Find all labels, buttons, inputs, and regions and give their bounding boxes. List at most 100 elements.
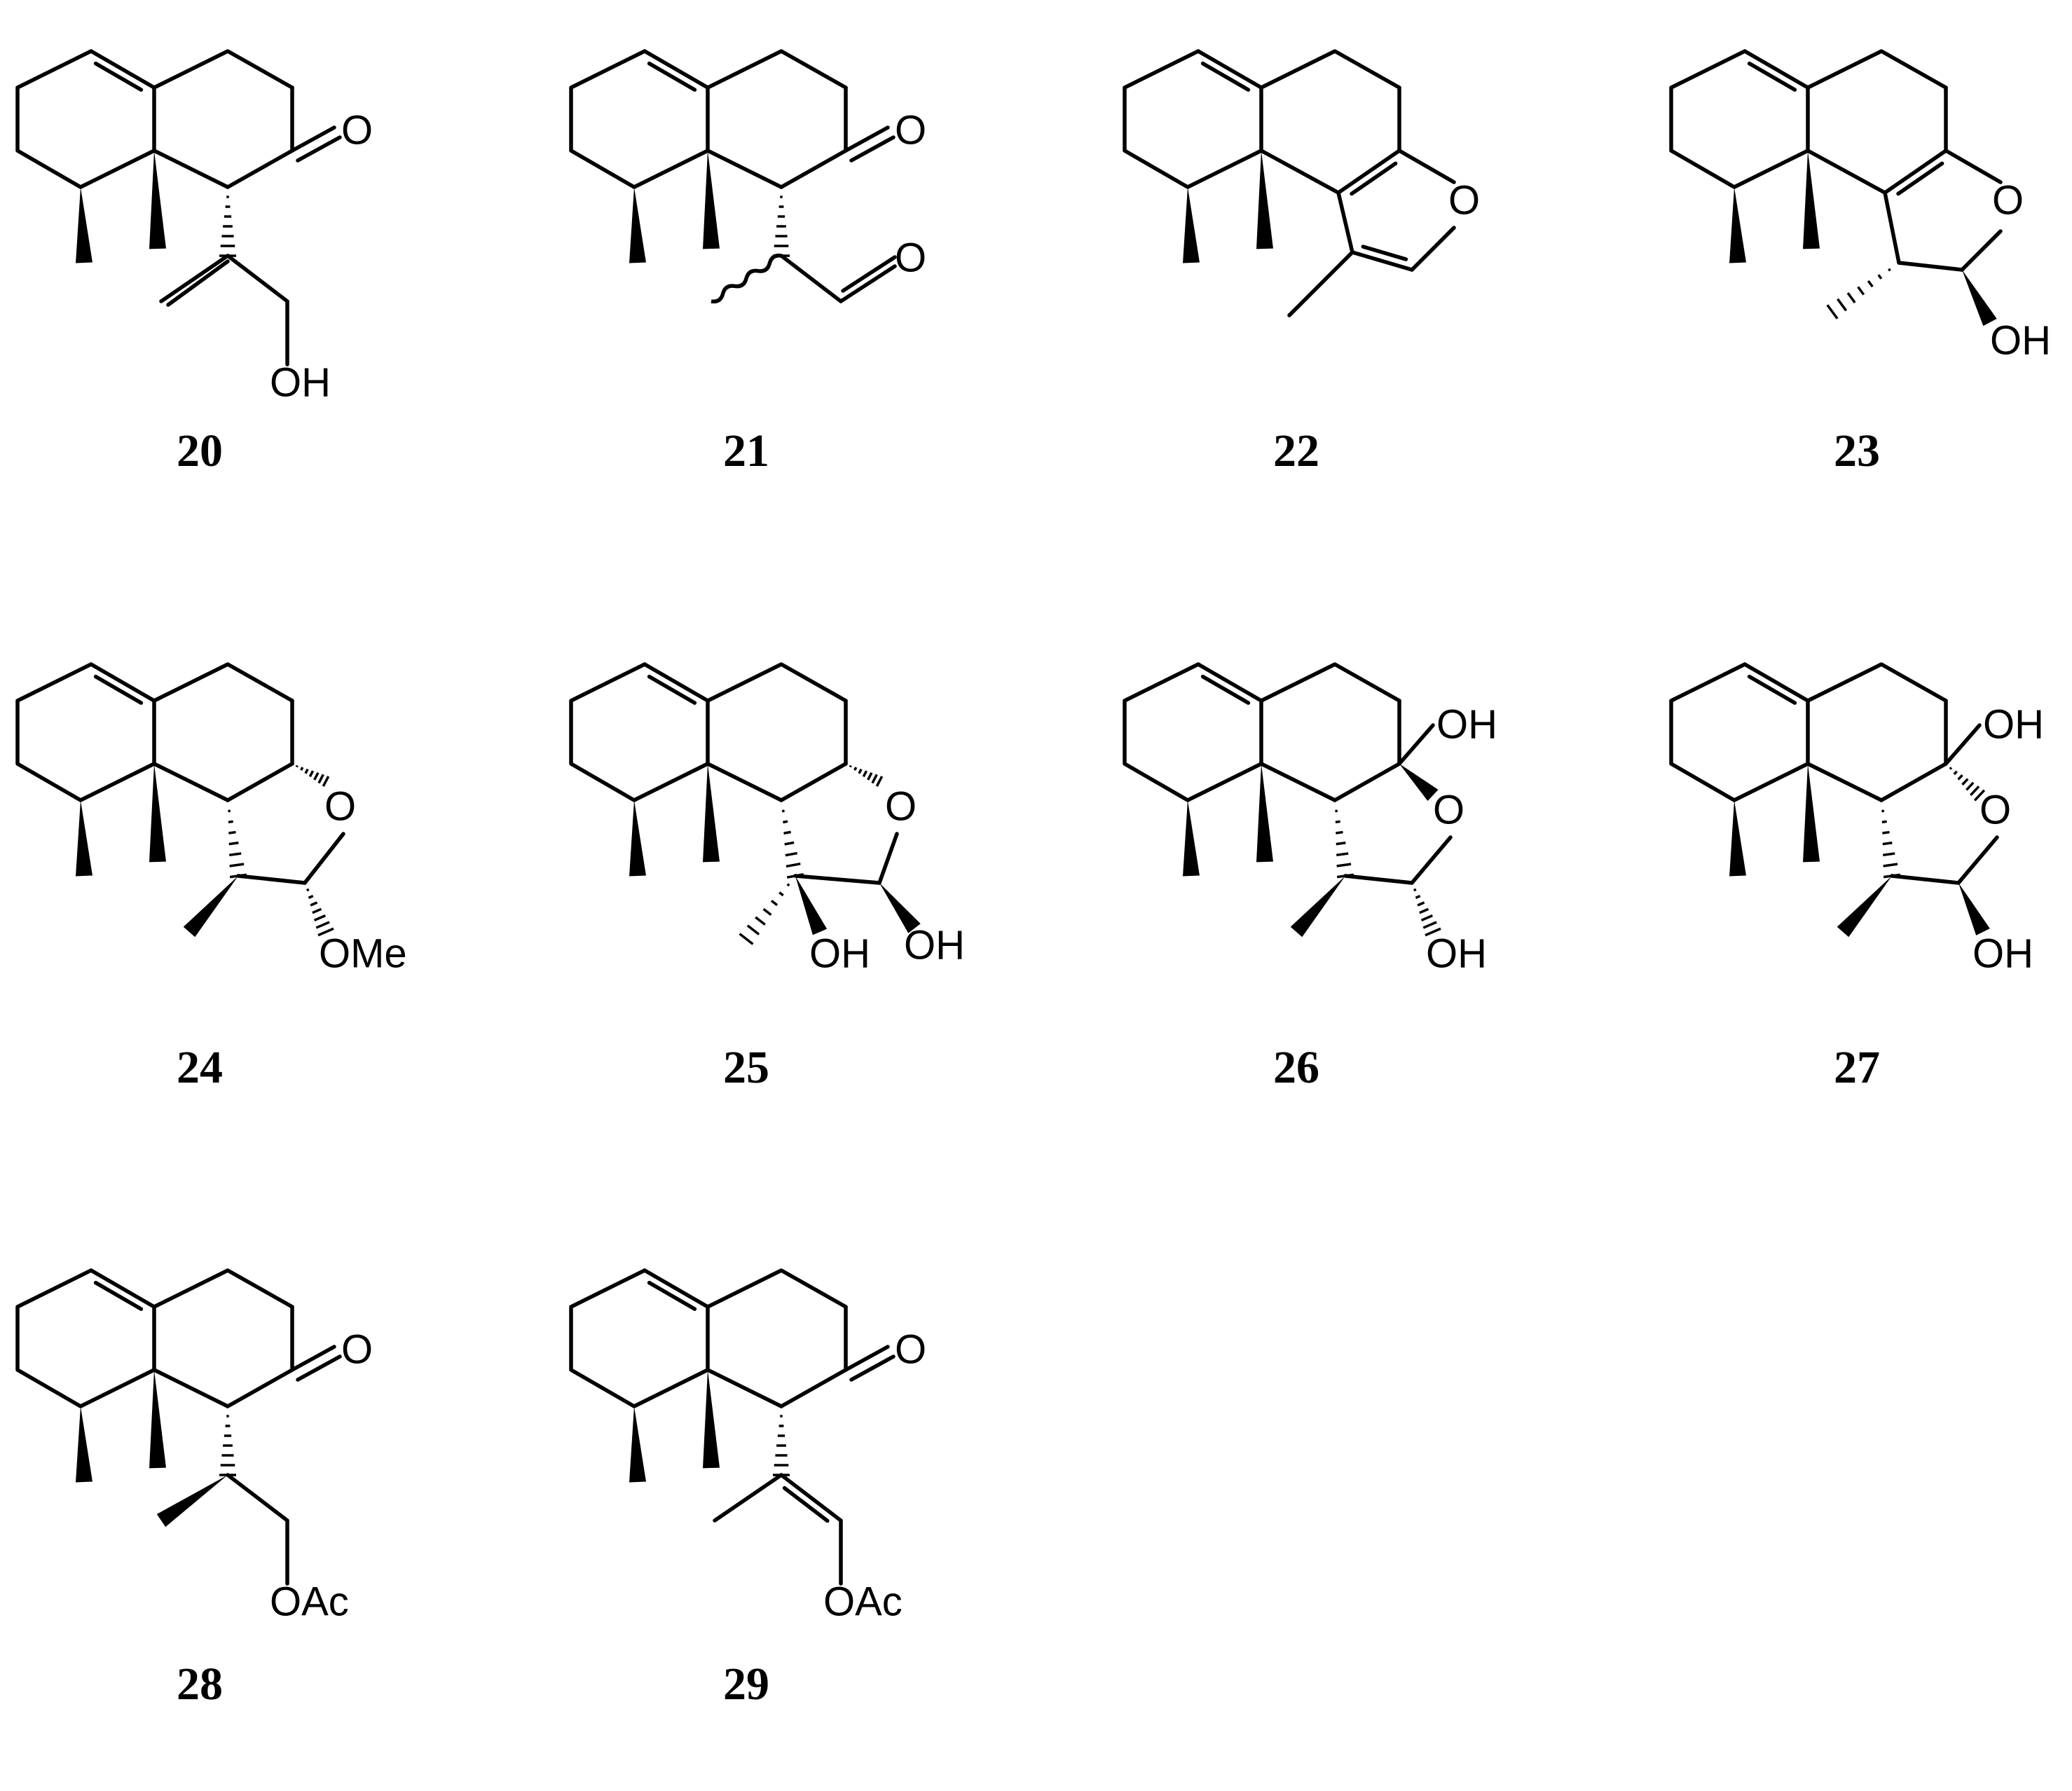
wedge-bond: [1290, 876, 1345, 938]
wedge-bond: [629, 800, 646, 877]
bond: [1123, 49, 1263, 189]
bond: [166, 259, 230, 307]
oxygen-label: O: [885, 783, 917, 829]
bond: [1196, 662, 1263, 703]
wedge-bond: [1962, 270, 1997, 327]
wedge-bond: [879, 883, 921, 933]
hash-bond: [773, 1415, 790, 1476]
bond: [643, 49, 710, 90]
bond: [1123, 662, 1263, 802]
bond: [839, 264, 897, 303]
bond: [849, 1354, 896, 1382]
bond: [569, 662, 710, 802]
double-bond-line: [647, 1280, 697, 1311]
bond: [877, 832, 899, 885]
bond: [226, 762, 294, 802]
wedge-bond: [76, 800, 92, 877]
bond: [152, 662, 294, 703]
hash-bond: [849, 764, 884, 787]
bond: [152, 762, 230, 802]
wedge-bond: [795, 876, 828, 935]
wedge-bond: [629, 187, 646, 263]
double-bond-line: [647, 674, 697, 705]
bond: [1956, 835, 1999, 885]
hydroxyl-label: OH: [904, 922, 965, 968]
compound-number: 28: [177, 1659, 223, 1710]
oxygen-label: O: [1992, 177, 2024, 223]
bond: [15, 49, 156, 189]
wedge-bond: [1399, 764, 1439, 802]
compound-number: 22: [1273, 425, 1319, 476]
bond: [706, 1268, 848, 1309]
hydroxyl-label: OH: [270, 359, 331, 405]
hash-bond: [773, 195, 790, 257]
bond: [226, 1473, 289, 1523]
oxygen-label: O: [324, 783, 356, 829]
wedge-bond: [629, 1406, 646, 1483]
bond: [290, 125, 336, 153]
bond: [1343, 874, 1414, 885]
oxygen-label: O: [1433, 787, 1464, 832]
bond: [1259, 662, 1401, 703]
wedge-bond: [1256, 151, 1273, 249]
wedge-bond: [1256, 764, 1273, 863]
oxygen-label: O: [895, 1326, 926, 1372]
bond: [643, 662, 710, 703]
compound-22: O 22: [1123, 49, 1480, 476]
bond: [1410, 835, 1453, 885]
compound-number: 20: [177, 425, 223, 476]
bond: [1883, 191, 1901, 265]
compound-number: 25: [723, 1042, 769, 1093]
bond: [643, 1268, 710, 1309]
hash-bond: [1826, 268, 1891, 320]
wedge-bond: [149, 151, 166, 249]
bond: [779, 149, 848, 189]
bond: [706, 149, 783, 189]
double-bond-line: [647, 61, 697, 92]
bond: [1897, 261, 1964, 272]
wedge-bond: [1729, 187, 1746, 263]
bond: [15, 1268, 156, 1408]
bond: [296, 135, 342, 163]
bond: [89, 49, 156, 90]
hash-bond: [306, 888, 334, 937]
bond: [296, 1354, 342, 1382]
double-bond-line: [1350, 161, 1398, 196]
wedge-bond: [703, 151, 720, 249]
double-bond-line: [782, 1485, 830, 1523]
compound-number: 23: [1834, 425, 1880, 476]
compound-number: 29: [723, 1659, 769, 1710]
bond: [1669, 49, 1810, 189]
bond: [793, 874, 881, 885]
bond: [706, 662, 848, 703]
bond: [706, 1368, 783, 1408]
bond: [1879, 762, 1948, 802]
bond: [1336, 149, 1401, 195]
hash-bond: [739, 883, 790, 945]
hash-bond: [1413, 888, 1441, 937]
double-bond-line: [1747, 674, 1797, 705]
bond: [226, 254, 289, 303]
wedge-bond: [703, 764, 720, 863]
double-bond-line: [93, 61, 144, 92]
double-bond-line: [1200, 61, 1251, 92]
bond: [159, 254, 230, 303]
hash-bond: [1881, 809, 1901, 879]
bond: [713, 1473, 783, 1523]
bond: [706, 762, 783, 802]
wedge-bond: [1803, 764, 1820, 863]
oxygen-label: O: [1448, 177, 1480, 223]
bond: [1806, 662, 1948, 703]
hydroxyl-label: OH: [809, 931, 870, 976]
bond: [236, 874, 307, 885]
oxygen-label: O: [895, 107, 926, 153]
bond: [1333, 762, 1401, 802]
bond: [1806, 149, 1887, 195]
